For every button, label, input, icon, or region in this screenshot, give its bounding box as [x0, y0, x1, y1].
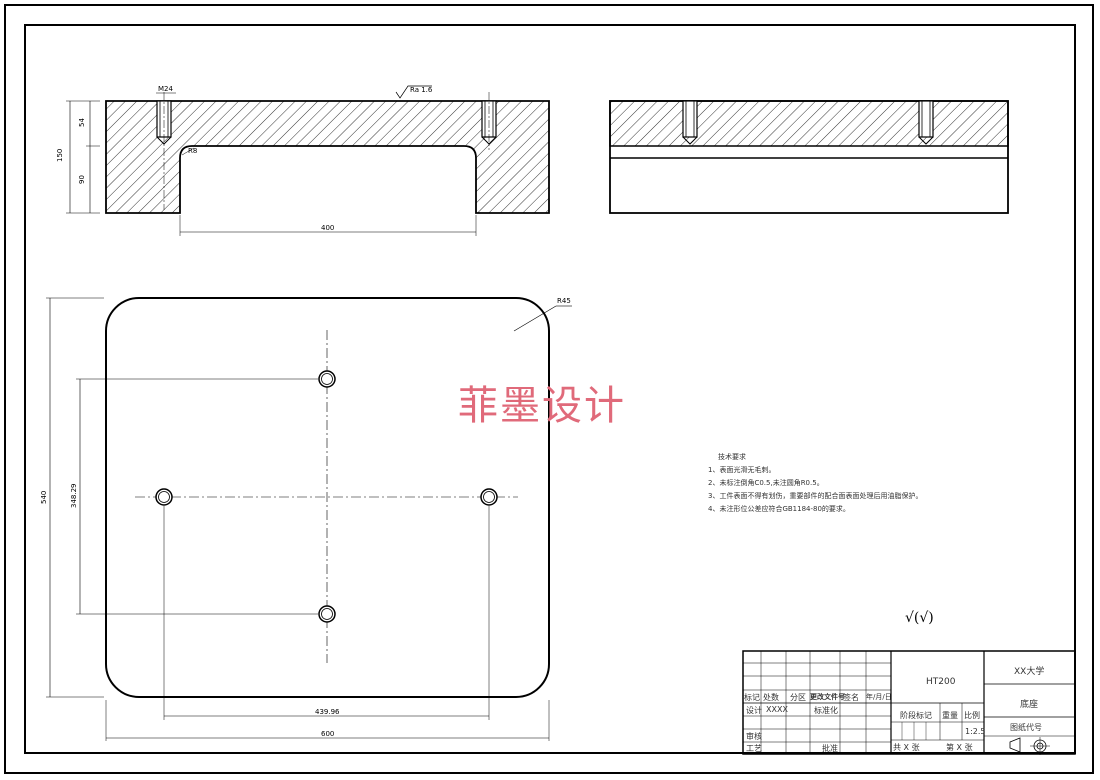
- tech-req-item: 4、未注形位公差应符合GB1184-80的要求。: [708, 505, 850, 513]
- dim-400: 400: [321, 224, 334, 232]
- tech-req-item: 3、工件表面不得有划伤，重要部件的配合面表面处理后用油脂保护。: [708, 492, 923, 500]
- tb-count: 处数: [763, 693, 779, 702]
- tb-doc-no: 更改文件号: [810, 693, 845, 701]
- tb-standardize: 标准化: [814, 706, 838, 715]
- watermark: 菲墨设计: [458, 383, 626, 429]
- hole-right: [480, 488, 498, 506]
- tb-process: 工艺: [746, 744, 762, 753]
- tb-design: 设计: [746, 706, 762, 715]
- title-block-grid: [742, 650, 1076, 755]
- dim-600: 600: [321, 730, 334, 738]
- top-view: R45 540 348.29 439.96 600: [40, 297, 572, 741]
- front-section-view: M24 Ra 1.6 150 54 90 R8 400: [56, 85, 550, 236]
- dim-54: 54: [78, 118, 86, 127]
- tb-weight: 重量: [942, 711, 958, 720]
- dim-150: 150: [56, 149, 64, 162]
- tb-sheet-no: 第 X 张: [946, 743, 973, 752]
- outer-border: [4, 4, 1094, 774]
- dim-439: 439.96: [315, 708, 340, 716]
- drawing-number: 图纸代号: [1010, 723, 1042, 732]
- hole-top: [318, 370, 336, 388]
- tb-review: 审核: [746, 732, 762, 741]
- tb-designer: XXXX: [766, 705, 788, 714]
- dim-90: 90: [78, 175, 86, 184]
- dim-540: 540: [40, 491, 48, 504]
- hole-bottom: [318, 605, 336, 623]
- dim-roughness: Ra 1.6: [410, 86, 433, 94]
- scale-value: 1:2.5: [965, 727, 986, 736]
- dim-r8: R8: [188, 147, 197, 155]
- material: HT200: [926, 677, 956, 687]
- tb-approve: 批准: [822, 744, 838, 753]
- hole-left: [155, 488, 173, 506]
- inner-border: [24, 24, 1076, 754]
- tech-req-title: 技术要求: [718, 453, 746, 461]
- school-name: XX大学: [1014, 667, 1045, 677]
- dim-348: 348.29: [70, 484, 78, 509]
- tb-zone: 分区: [790, 693, 806, 702]
- tb-signature: 签名: [843, 693, 859, 702]
- surface-finish-note: √(√): [905, 610, 934, 626]
- tb-ratio: 比例: [964, 711, 980, 720]
- dim-r45: R45: [557, 297, 571, 305]
- dim-thread: M24: [158, 85, 173, 93]
- technical-requirements: 技术要求 1、表面光滑无毛刺。 2、未标注倒角C0.5,未注圆角R0.5。 3、…: [708, 451, 922, 516]
- side-view: [609, 100, 1009, 214]
- tb-stage-mark: 阶段标记: [900, 711, 932, 720]
- tech-req-item: 2、未标注倒角C0.5,未注圆角R0.5。: [708, 479, 824, 487]
- tech-req-item: 1、表面光滑无毛刺。: [708, 466, 776, 474]
- part-name: 底座: [1020, 700, 1039, 710]
- tb-date: 年/月/日: [866, 693, 892, 701]
- tb-mark: 标记: [744, 693, 760, 702]
- tb-sheets-total: 共 X 张: [893, 743, 920, 752]
